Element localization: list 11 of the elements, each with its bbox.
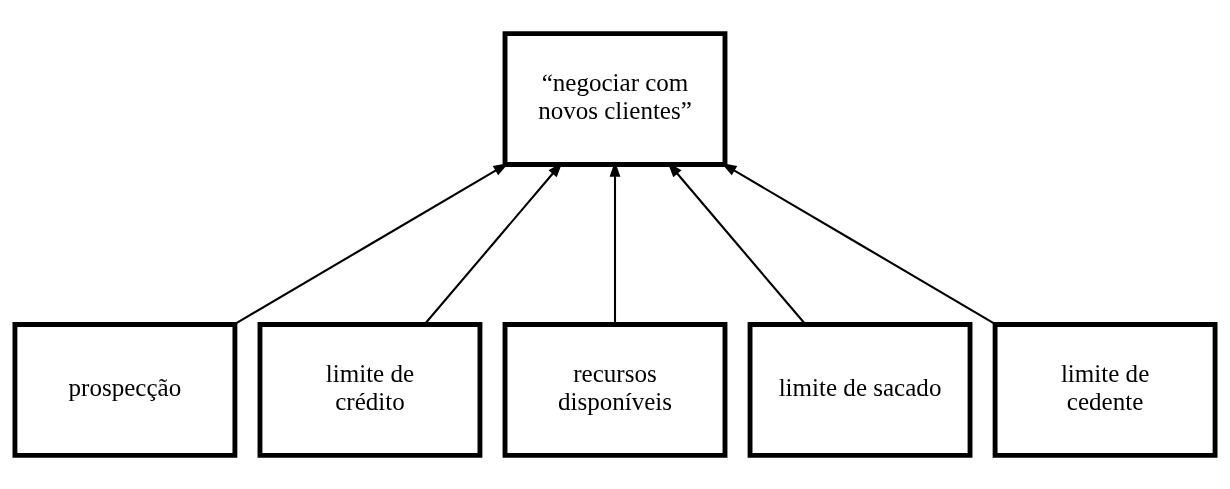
arrow <box>423 162 563 325</box>
arrow <box>609 161 621 325</box>
node-box: “negociar com novos clientes” <box>502 31 728 167</box>
node-box: limite de crédito <box>257 322 483 458</box>
node-box: prospecção <box>12 322 238 458</box>
node-box: recursos disponíveis <box>502 322 728 458</box>
node-box: limite de cedente <box>992 322 1218 458</box>
arrow <box>667 162 807 325</box>
arrow <box>721 162 997 326</box>
node-box: limite de sacado <box>747 322 973 458</box>
arrow <box>233 162 509 326</box>
